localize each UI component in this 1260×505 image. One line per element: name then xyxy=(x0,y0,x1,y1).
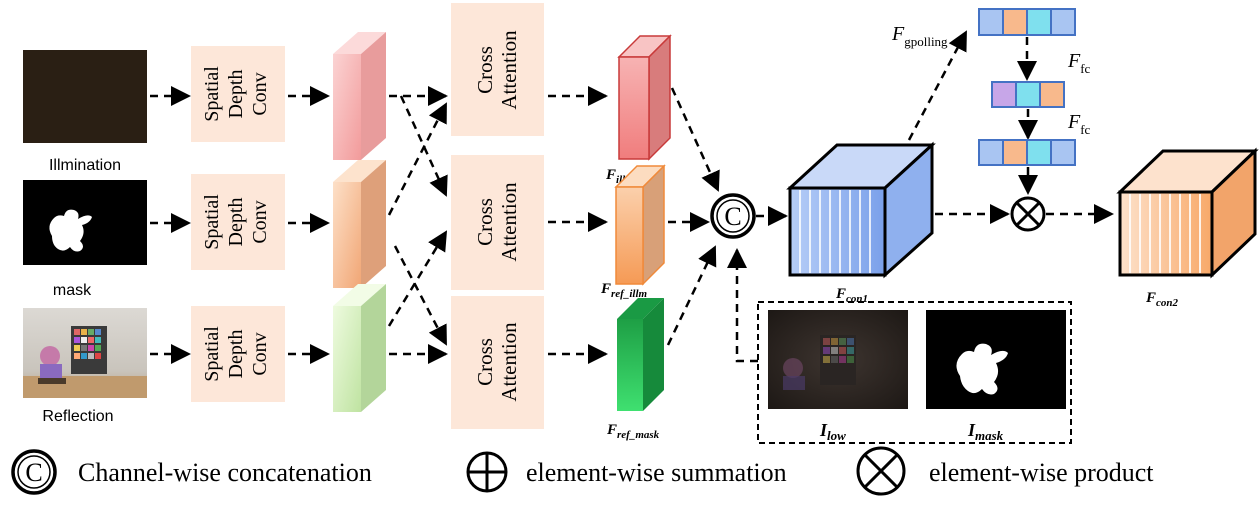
cross-arrows xyxy=(387,86,448,364)
legend-sum-icon xyxy=(466,451,508,493)
concat-symbol-glyph: C xyxy=(724,202,741,231)
conv-label-1b: Depth xyxy=(225,70,247,119)
label-f-fc-1: Ffc xyxy=(1067,50,1091,76)
illumination-label: Illmination xyxy=(49,157,121,174)
attn-label-2a: Cross xyxy=(473,198,497,246)
arrows-to-concat xyxy=(666,87,758,363)
legend-concat-icon: C xyxy=(11,449,57,495)
mask-label: mask xyxy=(53,282,92,299)
cross-attention-3: Cross Attention xyxy=(451,296,544,429)
attn-label-3b: Attention xyxy=(497,322,521,402)
label-f-ref-mask: Fref_mask xyxy=(606,422,660,441)
label-f-gpolling: Fgpolling xyxy=(891,23,948,49)
feature-slab-green xyxy=(333,284,386,412)
low-mask-group-box xyxy=(757,301,1072,444)
reflection-label: Reflection xyxy=(42,408,113,425)
attn-label-3a: Cross xyxy=(473,338,497,386)
conv-label-2a: Spatial xyxy=(201,194,223,250)
label-f-con2: Fcon2 xyxy=(1145,290,1179,309)
conv-block-3: Spatial Depth Conv xyxy=(191,306,285,402)
label-i-low: Ilow xyxy=(819,420,846,443)
mask-image xyxy=(23,180,147,265)
arrow-gpolling xyxy=(907,30,968,141)
mask-image-small xyxy=(926,310,1066,409)
label-i-mask: Imask xyxy=(967,420,1004,443)
conv-label-2b: Depth xyxy=(225,198,247,247)
product-symbol xyxy=(1010,196,1046,232)
conv-block-1: Spatial Depth Conv xyxy=(191,46,285,142)
legend: C Channel-wise concatenation element-wis… xyxy=(11,446,1154,496)
conv-label-3b: Depth xyxy=(225,330,247,379)
attn-label-2b: Attention xyxy=(497,182,521,262)
conv-label-1a: Spatial xyxy=(201,66,223,122)
cube-f-con2 xyxy=(1116,147,1259,279)
low-light-image xyxy=(768,310,908,409)
feature-illm-mask xyxy=(617,34,672,161)
feature-slab-red xyxy=(333,32,386,160)
legend-sum-label: element-wise summation xyxy=(526,458,787,487)
cube-f-con1 xyxy=(786,141,936,279)
vector-fc2 xyxy=(978,139,1076,166)
legend-product-label: element-wise product xyxy=(929,458,1154,487)
illumination-image xyxy=(23,50,147,143)
legend-product-icon xyxy=(856,446,906,496)
feature-ref-mask xyxy=(617,298,664,411)
conv-label-1c: Conv xyxy=(249,72,271,115)
vector-gpolling xyxy=(978,8,1076,36)
feature-slab-orange xyxy=(333,160,386,288)
concat-symbol: C xyxy=(710,193,756,239)
label-f-ref-illm: Fref_illm xyxy=(600,281,648,300)
cross-attention-1: Cross Attention xyxy=(451,3,544,136)
attn-label-1a: Cross xyxy=(473,46,497,94)
conv-label-3c: Conv xyxy=(249,332,271,375)
conv-label-3a: Spatial xyxy=(201,326,223,382)
legend-concat-glyph: C xyxy=(25,458,42,487)
cross-attention-2: Cross Attention xyxy=(451,155,544,290)
feature-ref-illm xyxy=(614,164,666,286)
conv-label-2c: Conv xyxy=(249,200,271,243)
vector-fc1 xyxy=(991,81,1065,108)
legend-concat-label: Channel-wise concatenation xyxy=(78,458,372,487)
attn-label-1b: Attention xyxy=(497,30,521,110)
conv-block-2: Spatial Depth Conv xyxy=(191,174,285,270)
label-f-fc-2: Ffc xyxy=(1067,111,1091,137)
reflection-image xyxy=(23,308,147,398)
